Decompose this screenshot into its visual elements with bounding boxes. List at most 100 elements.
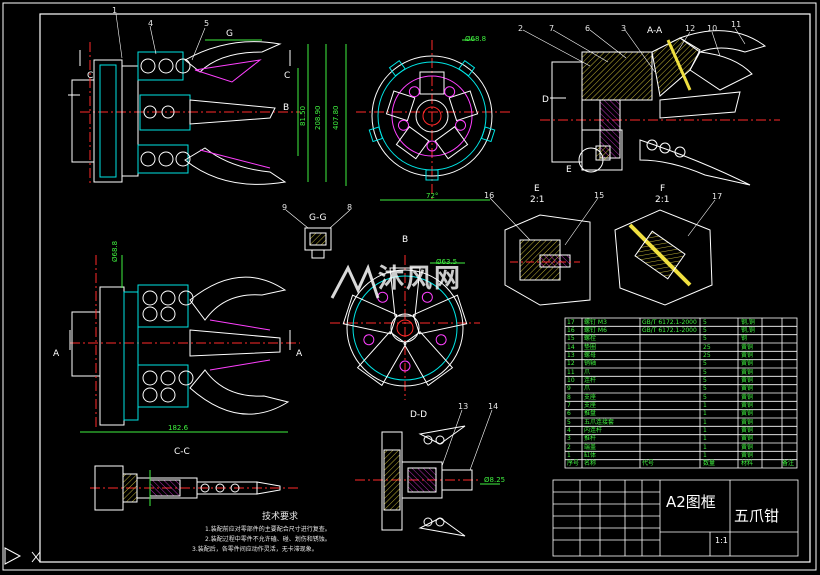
parts-row-14-qty: 25 [703,343,711,351]
parts-row-12-no: 12 [567,360,575,368]
label-detail-f: F [660,184,666,194]
section-dd-view [355,409,500,537]
parts-row-17-no: 17 [567,318,575,326]
parts-row-8-no: 8 [567,393,571,401]
detail-f-view [614,199,716,306]
label-cut-a-right: A [296,349,303,359]
label-section-cc: C-C [174,447,190,457]
detail-gg-view [285,209,351,259]
parts-row-13-qty: 25 [703,351,711,359]
tech-requirements-heading: 技术要求 [262,512,299,522]
label-section-aa: A-A [647,26,663,36]
parts-row-13-material: 黄铜 [741,351,754,359]
title-sheet-label: A2图框 [666,493,716,511]
parts-row-15-no: 15 [567,335,575,343]
label-section-dd: D-D [410,410,428,420]
balloon-4: 4 [148,19,154,28]
parts-table-grid [564,317,798,469]
parts-row-1-name: 缸体 [584,451,597,459]
title-block-grid [552,479,799,557]
dim-height-1: 407.80 [332,105,340,131]
section-aa-view [522,27,780,186]
parts-row-16-code: GB/T 6172.1-2000 [642,326,697,334]
tech-requirement-1: 1.装配前应对零部件的主要配合尺寸进行复查。 [205,526,331,533]
dim-height-3: 208.90 [314,105,322,131]
parts-row-8-name: 支座 [584,393,597,401]
parts-header-code: 代号 [642,460,655,468]
parts-row-4-qty: 1 [703,426,707,434]
parts-row-10-material: 黄铜 [741,376,754,384]
parts-row-2-no: 2 [567,443,571,451]
balloon-17: 17 [712,192,723,201]
parts-row-8-qty: 5 [703,393,707,401]
label-section-gg: G-G [309,213,327,223]
dim-angle: 72° [426,192,439,200]
section-cc-view [90,465,300,511]
parts-row-6-no: 6 [567,410,571,418]
detail-e-view [489,197,599,306]
front-view-top [345,39,510,201]
label-detail-e: E [534,184,540,194]
parts-header-name: 名称 [584,460,597,468]
balloon-11: 11 [731,20,742,29]
parts-row-1-material: 黄铜 [741,451,754,459]
balloon-2: 2 [518,24,524,33]
parts-row-14-name: 垫圈 [584,343,597,351]
parts-row-17-qty: 5 [703,318,707,326]
dim-diameter-front: Ø68.8 [465,35,487,43]
parts-row-10-no: 10 [567,376,575,384]
parts-row-10-qty: 5 [703,376,707,384]
parts-row-16-name: 螺钉 M6 [584,326,607,334]
balloon-8: 8 [347,203,353,212]
parts-row-6-material: 黄铜 [741,410,754,418]
parts-row-5-qty: 1 [703,418,707,426]
parts-row-15-qty: 5 [703,335,707,343]
view-b [330,255,480,400]
label-detail-f-scale: 2:1 [655,195,670,205]
parts-row-6-name: 推盘 [584,410,597,418]
parts-row-8-material: 黄铜 [741,393,754,401]
parts-row-5-no: 5 [567,418,571,426]
parts-row-16-no: 16 [567,326,575,334]
dim-height-2: 81.50 [299,105,307,126]
parts-row-16-qty: 5 [703,326,707,334]
dim-diameter-left: Ø68.8 [111,240,119,262]
parts-row-2-name: 端盖 [584,443,597,451]
ucs-icon [4,547,41,565]
parts-row-10-name: 连杆 [584,376,597,384]
parts-row-12-qty: 5 [703,360,707,368]
parts-row-12-material: 黄铜 [741,360,754,368]
balloon-13: 13 [458,402,469,411]
parts-row-15-name: 螺栓 [584,335,597,343]
parts-row-3-no: 3 [567,435,571,443]
parts-row-11-material: 黄铜 [741,368,754,376]
parts-row-11-qty: 5 [703,368,707,376]
label-detail-e-scale: 2:1 [530,195,545,205]
label-cut-d: D [542,95,549,105]
title-drawing-name: 五爪钳 [734,507,780,525]
parts-row-12-name: 销轴 [584,360,597,368]
tech-requirement-2: 2.装配过程中零件不允许磕、碰、划伤和锈蚀。 [205,536,331,543]
tech-requirement-3: 3.装配后，各零件间应动作灵活，无卡滞现象。 [192,546,318,553]
watermark-logo [330,263,380,299]
parts-row-4-name: 内连杆 [584,426,603,434]
balloon-14: 14 [488,402,499,411]
parts-row-9-name: 爪 [584,385,591,393]
balloon-16: 16 [484,191,495,200]
parts-row-7-qty: 1 [703,401,707,409]
parts-row-7-no: 7 [567,401,571,409]
parts-row-11-no: 11 [567,368,575,376]
label-cut-c-left: C [87,71,94,81]
parts-row-17-code: GB/T 6172.1-2000 [642,318,697,326]
parts-row-2-material: 黄铜 [741,443,754,451]
parts-row-9-qty: 5 [703,385,707,393]
balloon-9: 9 [282,203,288,212]
label-cut-a-left: A [53,349,60,359]
inner-border [39,13,811,563]
parts-row-4-material: 黄铜 [741,426,754,434]
balloon-10: 10 [707,24,718,33]
parts-row-3-qty: 1 [703,435,707,443]
